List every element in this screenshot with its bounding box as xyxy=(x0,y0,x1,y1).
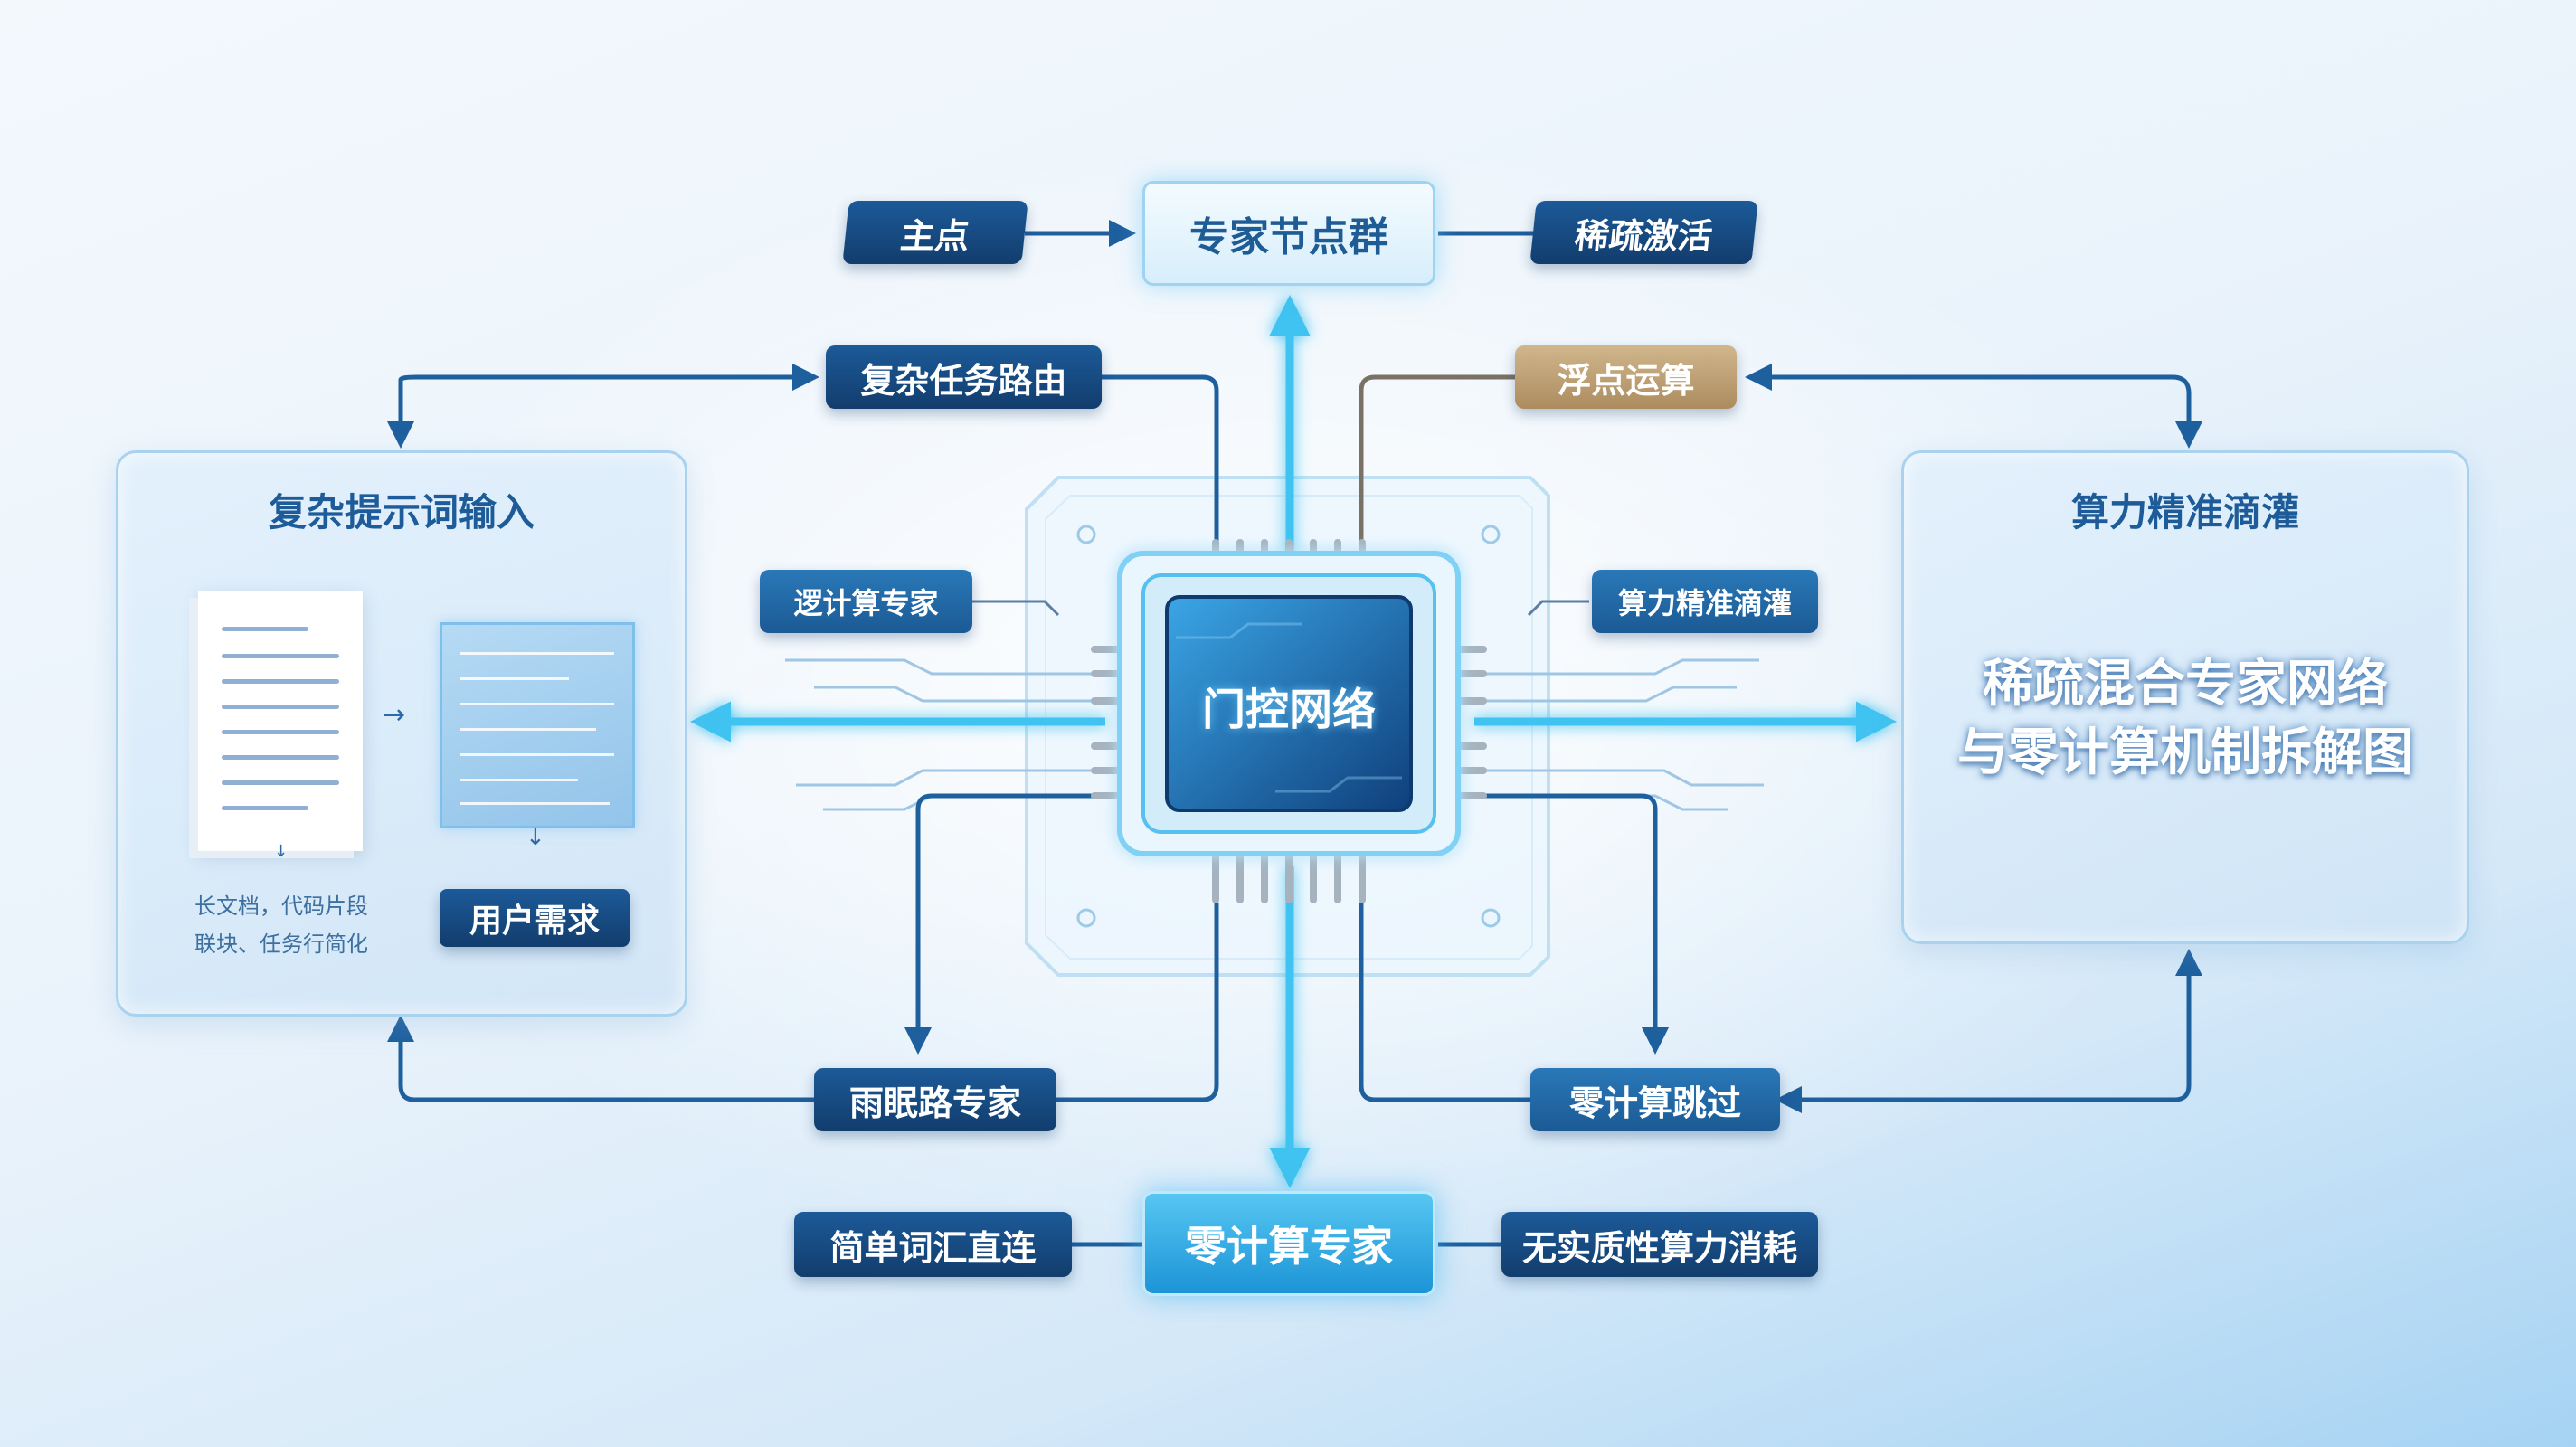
zero-compute-expert-node[interactable]: 零计算专家 xyxy=(1142,1191,1435,1296)
arrow-down-icon: ↓ xyxy=(526,824,545,851)
expert-node-group[interactable]: 专家节点群 xyxy=(1142,181,1435,286)
tag-complex-task-routing[interactable]: 复杂任务路由 xyxy=(826,345,1102,409)
overview-headline-line1: 稀疏混合专家网络 xyxy=(1983,655,2388,714)
overview-panel: 算力精准滴灌 稀疏混合专家网络 与零计算机制拆解图 xyxy=(1901,450,2469,944)
overview-headline: 稀疏混合专家网络 与零计算机制拆解图 xyxy=(1904,650,2467,788)
tag-sleep-route-expert[interactable]: 雨眠路专家 xyxy=(814,1068,1056,1131)
tag-sparse-activation[interactable]: 稀疏激活 xyxy=(1530,201,1758,264)
connectors xyxy=(387,220,2202,1247)
overview-panel-title: 算力精准滴灌 xyxy=(2070,490,2299,534)
input-caption-line1: 长文档，代码片段 xyxy=(194,894,368,919)
arrow-right-icon: → xyxy=(383,699,406,731)
structured-sheet-icon xyxy=(440,622,635,828)
user-needs-button[interactable]: 用户需求 xyxy=(440,889,630,947)
chip-body xyxy=(1117,551,1461,856)
tag-precise-compute[interactable]: 算力精准滴灌 xyxy=(1592,570,1818,633)
tag-no-compute-cost[interactable]: 无实质性算力消耗 xyxy=(1501,1212,1818,1277)
tag-floating-point[interactable]: 浮点运算 xyxy=(1515,345,1737,409)
tag-zero-compute-skip[interactable]: 零计算跳过 xyxy=(1530,1068,1780,1131)
gate-network-label: 门控网络 xyxy=(1201,685,1376,735)
input-panel: 复杂提示词输入 → ↓ ↓ 长文档，代码片段 联块、任务行简化 用户需求 xyxy=(116,450,687,1017)
tag-logic-compute-expert[interactable]: 逻计算专家 xyxy=(760,570,972,633)
input-caption: 长文档，代码片段 联块、任务行简化 xyxy=(168,887,394,963)
tag-main-point[interactable]: 主点 xyxy=(842,201,1028,264)
input-panel-title: 复杂提示词输入 xyxy=(268,490,535,534)
document-icon xyxy=(198,591,363,851)
tag-simple-word-direct[interactable]: 简单词汇直连 xyxy=(794,1212,1072,1277)
tag-leaders xyxy=(972,600,1589,617)
input-caption-line2: 联块、任务行简化 xyxy=(194,932,368,957)
main-flows xyxy=(690,295,1897,1188)
overview-headline-line2: 与零计算机制拆解图 xyxy=(1957,724,2413,782)
doc-down-tick-icon: ↓ xyxy=(274,842,289,861)
